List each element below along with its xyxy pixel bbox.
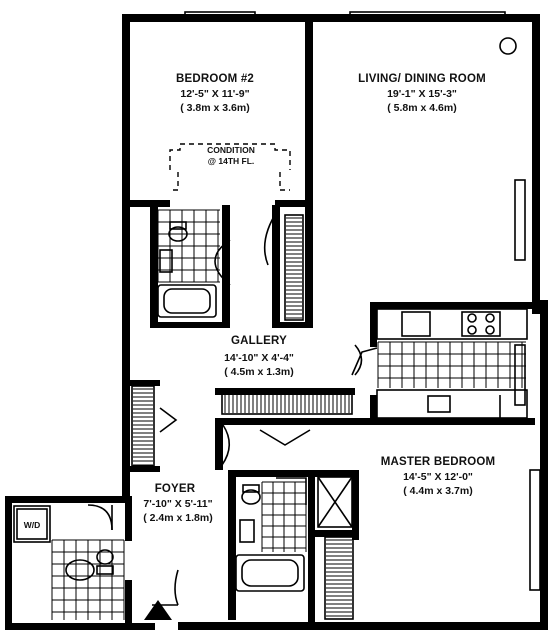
foyer-dim-imperial: 7'-10" X 5'-11" — [143, 498, 212, 510]
bath-tiles-2 — [261, 481, 307, 552]
bath-tiles-3 — [51, 539, 125, 620]
bath-fixtures-1 — [157, 221, 231, 318]
living-dim-imperial: 19'-1" X 15'-3" — [387, 88, 457, 100]
condition-floor: @ 14TH FL. — [208, 156, 255, 166]
entry-arrow-icon — [144, 600, 172, 620]
condition-outline — [169, 143, 291, 170]
bedroom2-dim-imperial: 12'-5" X 11'-9" — [180, 88, 249, 100]
closet-rod-lines — [133, 217, 352, 617]
gallery-dim-imperial: 14'-10" X 4'-4" — [224, 352, 294, 364]
bedroom2-dim-metric: ( 3.8m x 3.6m) — [180, 102, 249, 114]
master-name: MASTER BEDROOM — [381, 456, 496, 468]
bedroom2-name: BEDROOM #2 — [176, 73, 254, 85]
room-labels: BEDROOM #2 12'-5" X 11'-9" ( 3.8m x 3.6m… — [24, 73, 496, 530]
gallery-name: GALLERY — [231, 335, 287, 347]
doors — [152, 209, 363, 606]
bath-fixtures-2 — [235, 476, 353, 592]
condition-soffit — [170, 172, 290, 191]
foyer-name: FOYER — [155, 483, 196, 495]
interior-walls — [125, 20, 535, 628]
living-dim-metric: ( 5.8m x 4.6m) — [387, 102, 456, 114]
master-dim-metric: ( 4.4m x 3.7m) — [403, 485, 472, 497]
kitchen-floor-tiles — [377, 341, 526, 388]
windows — [184, 11, 541, 591]
washer-dryer-label: W/D — [24, 520, 41, 530]
gallery-dim-metric: ( 4.5m x 1.3m) — [224, 366, 293, 378]
column-icon — [499, 37, 517, 55]
kitchen-fixtures — [351, 308, 528, 419]
foyer-dim-metric: ( 2.4m x 1.8m) — [143, 512, 212, 524]
closet-hatch — [131, 214, 354, 620]
laundry-fixtures — [13, 504, 114, 581]
living-name: LIVING/ DINING ROOM — [358, 73, 486, 85]
master-dim-imperial: 14'-5" X 12'-0" — [403, 471, 473, 483]
condition-label: CONDITION — [207, 145, 255, 155]
